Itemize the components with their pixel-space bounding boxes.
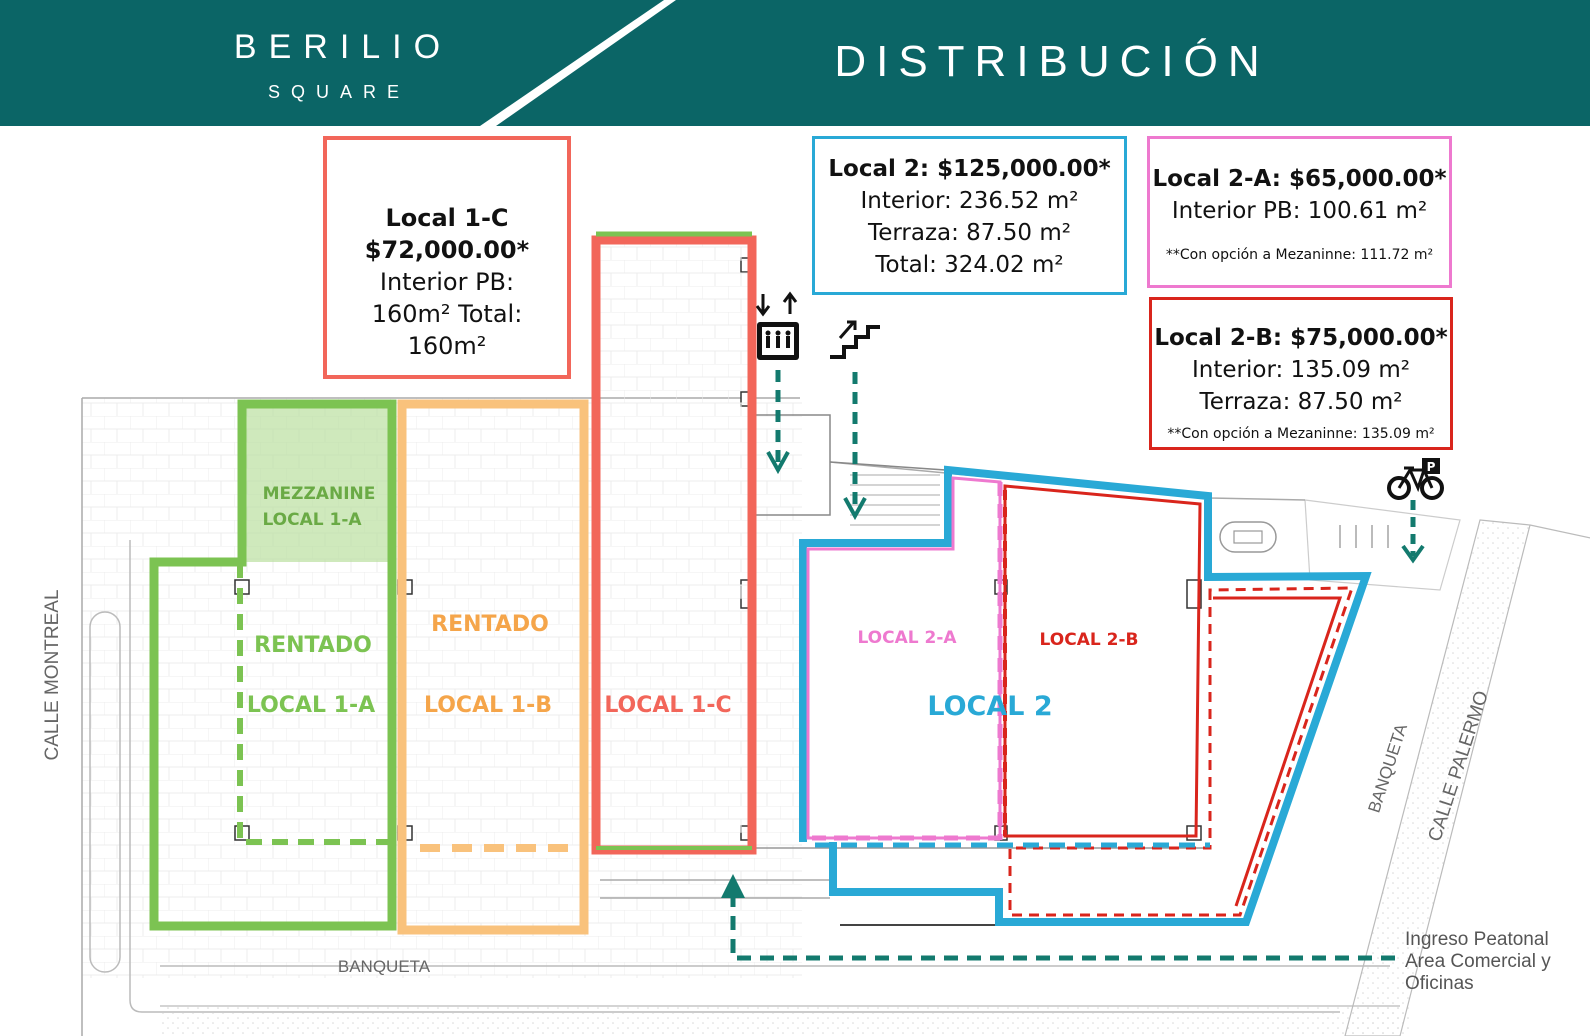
local-2b-outline <box>1003 484 1202 838</box>
local-2a-interior: Interior PB: 100.61 m² <box>1171 198 1428 224</box>
calle-montreal-median <box>89 611 121 973</box>
local-1c-area: LOCAL 1-C <box>591 231 757 855</box>
local-1a-area: MEZZANINE LOCAL 1-A RENTADO LOCAL 1-A <box>149 399 397 931</box>
round-planter <box>1219 521 1277 553</box>
local-2b-interior: Interior: 135.09 m² <box>1192 357 1410 383</box>
bicycle-parking-icon: P <box>1387 458 1444 500</box>
elevator-icon <box>755 291 799 360</box>
local-2-interior: Interior: 236.52 m² <box>860 188 1079 214</box>
banqueta-bottom-label: BANQUETA <box>338 957 431 976</box>
calle-palermo-sidewalk <box>1344 519 1531 1036</box>
local-2-label: LOCAL 2 <box>927 691 1052 722</box>
ingreso-path <box>730 896 1395 961</box>
brand-subtitle: SQUARE <box>268 82 410 102</box>
local-1b-area: RENTADO LOCAL 1-B <box>397 399 589 935</box>
pedestrian-paths <box>721 370 1425 961</box>
local-2a-label: LOCAL 2-A <box>857 628 957 648</box>
local-2-area: LOCAL 2-A LOCAL 2-B LOCAL 2 <box>799 465 1372 926</box>
mezzanine-1a-fill <box>242 404 392 562</box>
header: BERILIO SQUARE DISTRIBUCIÓN <box>0 0 1590 126</box>
local-2b-label: LOCAL 2-B <box>1040 630 1139 650</box>
entry-arrow-icon <box>721 874 745 898</box>
info-box-local-2: Local 2: $125,000.00* Interior: 236.52 m… <box>812 136 1127 295</box>
local-2b-terraza-dashed <box>1008 586 1355 917</box>
local-1c-interior: Interior PB: <box>379 268 515 296</box>
brand-name: BERILIO <box>234 28 452 66</box>
local-1c-title: Local 1-C <box>385 204 509 232</box>
local-2a-outline <box>806 476 1002 840</box>
local-2-total: Total: 324.02 m² <box>875 252 1064 278</box>
banqueta-strip <box>160 1006 1410 1036</box>
local-1b-outline <box>397 399 589 935</box>
info-box-local-2b: Local 2-B: $75,000.00* Interior: 135.09 … <box>1149 297 1453 450</box>
local-2b-mezzanine-note: **Con opción a Mezaninne: 135.09 m² <box>1167 426 1435 442</box>
ingreso-label: Ingreso Peatonal Area Comercial y Oficin… <box>1405 929 1590 995</box>
local-1c-area: 160m² Total: <box>371 300 523 328</box>
rentado-1a-label: RENTADO <box>254 633 372 658</box>
ingreso-line-3: Oficinas <box>1405 973 1474 994</box>
info-box-local-1c: Local 1-C $72,000.00* Interior PB: 160m²… <box>323 136 571 379</box>
header-divider <box>480 0 676 126</box>
stairs-icon <box>830 320 880 359</box>
local-1c-price: $72,000.00* <box>364 236 530 264</box>
local-1c-label: LOCAL 1-C <box>604 693 731 718</box>
local-1b-label: LOCAL 1-B <box>424 693 552 718</box>
local-1a-dashed-boundary <box>237 562 392 845</box>
local-2a-title: Local 2-A: $65,000.00* <box>1152 166 1447 192</box>
local-2b-title: Local 2-B: $75,000.00* <box>1154 325 1448 351</box>
info-box-local-2a: Local 2-A: $65,000.00* Interior PB: 100.… <box>1147 136 1452 288</box>
rentado-1b-label: RENTADO <box>431 612 549 637</box>
local-1a-label: LOCAL 1-A <box>247 693 375 718</box>
svg-text:P: P <box>1427 460 1436 474</box>
local-2-outline <box>799 465 1372 926</box>
mezzanine-label: MEZZANINE <box>263 484 376 504</box>
local-1c-total: 160m² <box>407 332 487 360</box>
page-title: DISTRIBUCIÓN <box>834 37 1269 86</box>
ingreso-line-2: Area Comercial y <box>1405 951 1551 972</box>
calle-montreal-label: CALLE MONTREAL <box>42 589 63 760</box>
local-2b-terraza: Terraza: 87.50 m² <box>1199 389 1403 415</box>
ingreso-line-1: Ingreso Peatonal <box>1405 929 1549 950</box>
local-2-title: Local 2: $125,000.00* <box>828 156 1111 182</box>
local-2a-mezzanine-note: **Con opción a Mezaninne: 111.72 m² <box>1165 247 1434 263</box>
local-1c-outline <box>591 235 757 855</box>
mezzanine-sublabel: LOCAL 1-A <box>262 510 362 530</box>
local-2-terraza: Terraza: 87.50 m² <box>868 220 1071 246</box>
banqueta-right-label: BANQUETA <box>1364 721 1411 815</box>
header-background <box>0 0 1590 126</box>
